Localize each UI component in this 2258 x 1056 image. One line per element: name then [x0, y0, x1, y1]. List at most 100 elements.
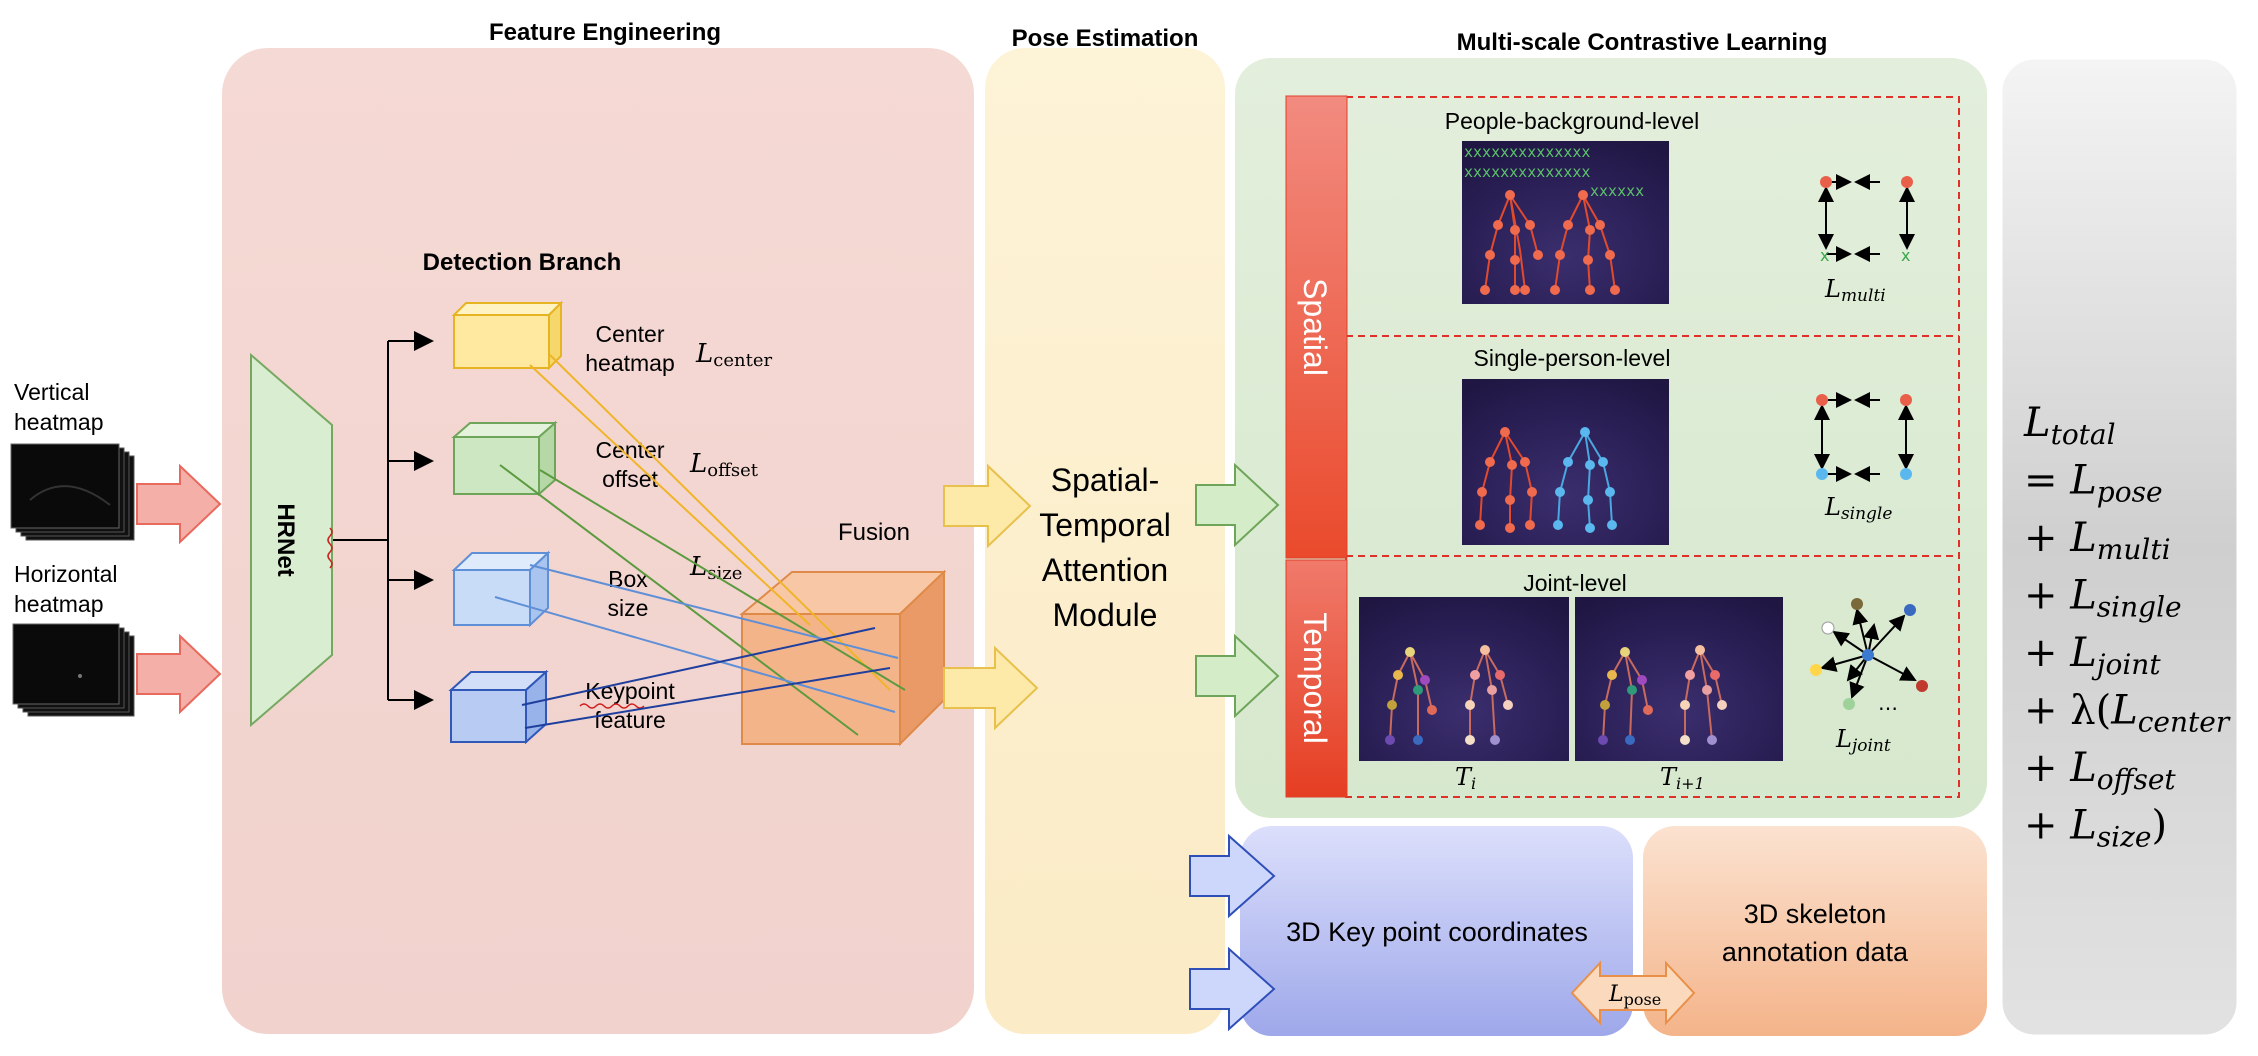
total-loss-line: = Lpose	[2024, 458, 2163, 509]
total-loss-symbol: L	[2069, 745, 2097, 791]
single-level-graph	[1814, 392, 1914, 482]
attention-line-2: Temporal	[1039, 507, 1171, 543]
fusion-label: Fusion	[838, 519, 910, 546]
hrnet-label: HRNet	[272, 503, 299, 576]
svg-text:x: x	[1820, 246, 1829, 265]
attention-line-1: Spatial-	[1051, 462, 1160, 498]
total-loss-subscript: total	[2051, 418, 2116, 451]
horizontal-heatmap-label-2: heatmap	[14, 591, 104, 617]
pose-estimation-panel	[985, 48, 1225, 1034]
total-loss-operator: =	[2024, 458, 2070, 504]
total-loss-symbol: L	[2069, 630, 2097, 676]
total-loss-symbol: L	[2069, 515, 2097, 561]
total-loss-subscript: offset	[2097, 763, 2177, 796]
loss-joint-label: Ljoint	[1835, 725, 1891, 756]
branch-connector	[333, 331, 434, 710]
svg-text:xxxxxxxxxxxxxx: xxxxxxxxxxxxxx	[1464, 163, 1590, 181]
box-size-label-1: Box	[608, 566, 648, 592]
total-loss-symbol: L	[2069, 803, 2097, 849]
contrastive-learning-title: Multi-scale Contrastive Learning	[1457, 29, 1828, 56]
svg-text:xxxxxx: xxxxxx	[1590, 182, 1644, 200]
total-loss-subscript: joint	[2091, 648, 2162, 681]
center-heatmap-label-1: Center	[595, 321, 664, 347]
keypoint-coordinates-panel	[1240, 826, 1633, 1036]
svg-text:xxxxxxxxxxxxxx: xxxxxxxxxxxxxx	[1464, 143, 1590, 161]
detection-branch-title: Detection Branch	[423, 249, 622, 276]
vertical-heatmap-label-2: heatmap	[14, 409, 104, 435]
loss-multi-label: Lmulti	[1824, 275, 1886, 306]
total-loss-subscript: pose	[2097, 476, 2163, 509]
pose-loss-double-arrow	[1570, 960, 1696, 1026]
loss-offset-label: Loffset	[689, 449, 759, 481]
total-loss-symbol: L	[2069, 458, 2097, 504]
horizontal-input-arrow	[136, 633, 222, 715]
total-loss-line: Ltotal	[2023, 400, 2116, 451]
attention-to-temporal-arrow	[1195, 633, 1280, 719]
total-loss-subscript: single	[2097, 591, 2182, 624]
attention-line-4: Module	[1053, 597, 1158, 633]
annotation-label-2: annotation data	[1722, 937, 1909, 967]
center-heatmap-cube	[451, 300, 564, 371]
loss-pose-label: Lpose	[1608, 982, 1661, 1009]
annotation-label-1: 3D skeleton	[1744, 899, 1887, 929]
box-size-cube	[451, 550, 551, 628]
attention-to-keypoints-arrow-2	[1189, 946, 1276, 1032]
feature-engineering-panel	[222, 48, 974, 1034]
single-person-heatmap	[1462, 379, 1669, 545]
vertical-input-arrow	[136, 463, 222, 545]
people-background-level-title: People-background-level	[1445, 108, 1699, 134]
total-loss-line: + Ljoint	[2024, 630, 2161, 681]
spatial-label: Spatial	[1297, 278, 1333, 376]
total-loss-line: + λ(Lcenter	[2024, 688, 2231, 739]
total-loss-symbol: L	[2110, 688, 2138, 734]
total-loss-symbol: L	[2023, 400, 2051, 446]
center-offset-cube	[451, 420, 558, 497]
total-loss-line: + Lsize)	[2024, 803, 2167, 854]
svg-text:x: x	[1901, 246, 1910, 265]
total-loss-panel	[1999, 56, 2240, 1038]
feature-engineering-title: Feature Engineering	[489, 19, 721, 46]
horizontal-heatmap-input: Horizontal heatmap	[12, 561, 135, 717]
total-loss-subscript: size	[2097, 821, 2152, 854]
total-loss-operator: + λ(	[2024, 688, 2111, 734]
total-loss-equation: Ltotal= Lpose+ Lmulti+ Lsingle+ Ljoint+ …	[2023, 400, 2231, 854]
pose-estimation-title: Pose Estimation	[1012, 25, 1199, 52]
joint-graph-ellipsis: …	[1878, 691, 1898, 715]
contrastive-dashed-frame	[1345, 96, 1960, 798]
box-size-label-2: size	[608, 595, 649, 621]
head-to-fusion-lines	[494, 354, 906, 736]
total-loss-symbol: L	[2069, 573, 2097, 619]
center-heatmap-label-2: heatmap	[585, 350, 675, 376]
total-loss-operator: +	[2024, 803, 2070, 849]
hrnet-backbone	[250, 352, 333, 728]
joint-level-title: Joint-level	[1523, 570, 1627, 596]
joint-frame-ti1	[1575, 597, 1783, 761]
spatial-bar	[1285, 95, 1348, 559]
vertical-heatmap-input: Vertical heatmap	[10, 379, 135, 541]
horizontal-heatmap-label-1: Horizontal	[14, 561, 118, 587]
temporal-bar	[1285, 559, 1348, 798]
total-loss-closing: )	[2151, 803, 2167, 849]
total-loss-operator: +	[2024, 630, 2070, 676]
people-background-heatmap: xxxxxxxxxxxxxx xxxxxxxxxxxxxx xxxxxx	[1462, 141, 1669, 304]
total-loss-subscript: multi	[2097, 533, 2171, 566]
loss-single-label: Lsingle	[1824, 493, 1892, 524]
total-loss-operator: +	[2024, 745, 2070, 791]
keypoint-feature-cube	[448, 669, 549, 745]
multi-level-graph: x x	[1818, 174, 1915, 265]
frame-ti-label: Ti	[1455, 763, 1476, 793]
attention-module-label: Spatial- Temporal Attention Module	[1039, 462, 1171, 633]
total-loss-line: + Loffset	[2024, 745, 2176, 796]
vertical-heatmap-label-1: Vertical	[14, 379, 89, 405]
temporal-label: Temporal	[1297, 612, 1333, 744]
total-loss-operator: +	[2024, 573, 2070, 619]
attention-to-spatial-arrow	[1195, 462, 1280, 548]
center-offset-label-2: offset	[602, 466, 658, 492]
attention-to-keypoints-arrow-1	[1189, 833, 1276, 919]
annotation-data-panel	[1643, 826, 1987, 1036]
total-loss-line: + Lsingle	[2024, 573, 2182, 624]
fusion-to-attention-arrow-2	[943, 645, 1039, 731]
keypoint-coordinates-label: 3D Key point coordinates	[1286, 917, 1588, 947]
total-loss-subscript: center	[2138, 706, 2231, 739]
